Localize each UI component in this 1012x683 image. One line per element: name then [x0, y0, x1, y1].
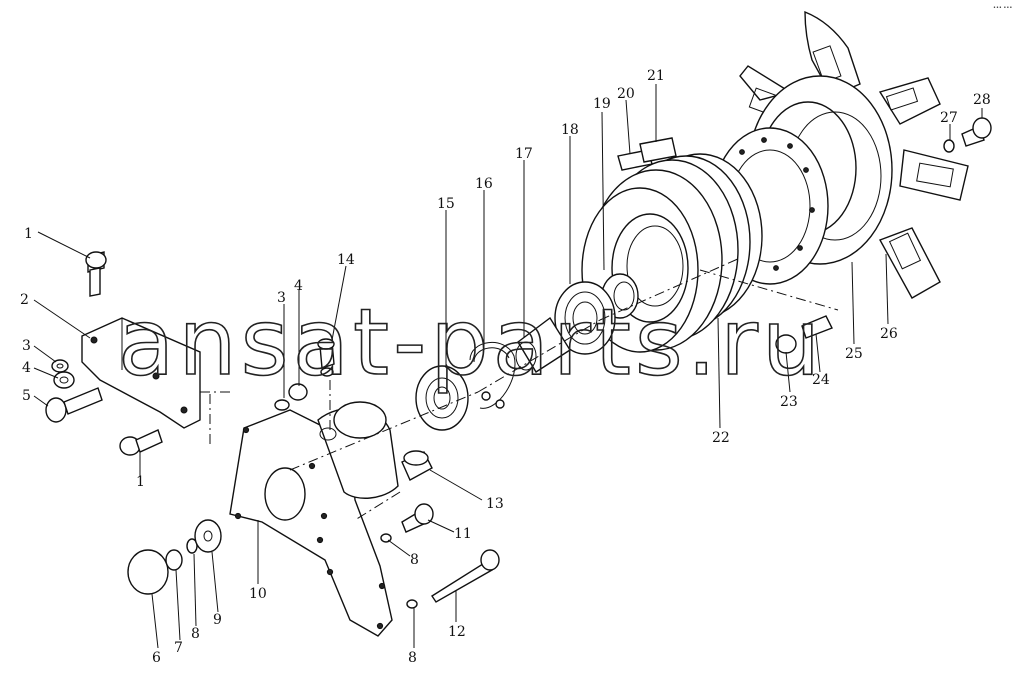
- corner-mark: ••• •••: [993, 5, 1012, 11]
- callout-9: 9: [213, 612, 222, 628]
- callout-16: 16: [475, 176, 493, 192]
- callout-17: 17: [515, 146, 533, 162]
- callout-4b: 4: [294, 278, 303, 294]
- housing-bracket: [229, 401, 433, 637]
- callout-4a: 4: [22, 360, 31, 376]
- callout-1a: 1: [24, 226, 33, 242]
- leader-lines: [33, 84, 983, 649]
- callout-labels: 1 2 3 4 5 1 3 4 14 15 16 17 18 19 20 21 …: [20, 68, 991, 666]
- callout-1b: 1: [136, 474, 145, 490]
- callout-8b: 8: [408, 650, 417, 666]
- callout-27: 27: [940, 110, 958, 126]
- callout-15: 15: [437, 196, 455, 212]
- fasteners: [45, 117, 992, 609]
- callout-22: 22: [712, 430, 730, 446]
- callout-6: 6: [152, 650, 161, 666]
- callout-26: 26: [880, 326, 898, 342]
- callout-14: 14: [337, 252, 355, 268]
- callout-18: 18: [561, 122, 579, 138]
- callout-8c: 8: [191, 626, 200, 642]
- callout-13: 13: [486, 496, 504, 512]
- callout-8a: 8: [410, 552, 419, 568]
- callout-12: 12: [448, 624, 466, 640]
- callout-10: 10: [249, 586, 267, 602]
- callout-7: 7: [174, 640, 183, 656]
- callout-23: 23: [780, 394, 798, 410]
- callout-21: 21: [647, 68, 665, 84]
- callout-19: 19: [593, 96, 611, 112]
- callout-25: 25: [845, 346, 863, 362]
- callout-3a: 3: [22, 338, 31, 354]
- callout-11: 11: [454, 526, 472, 542]
- callout-5: 5: [22, 388, 31, 404]
- callout-28: 28: [973, 92, 991, 108]
- pulley-assembly: [581, 127, 829, 353]
- callout-24: 24: [812, 372, 830, 388]
- mounting-bracket: [81, 317, 201, 429]
- callout-20: 20: [617, 86, 635, 102]
- bearing-group: [415, 281, 616, 431]
- callout-2: 2: [20, 292, 29, 308]
- callout-3b: 3: [277, 290, 286, 306]
- assembly-centerlines: [200, 257, 839, 521]
- watermark: ansat-parts.ru: [118, 289, 824, 396]
